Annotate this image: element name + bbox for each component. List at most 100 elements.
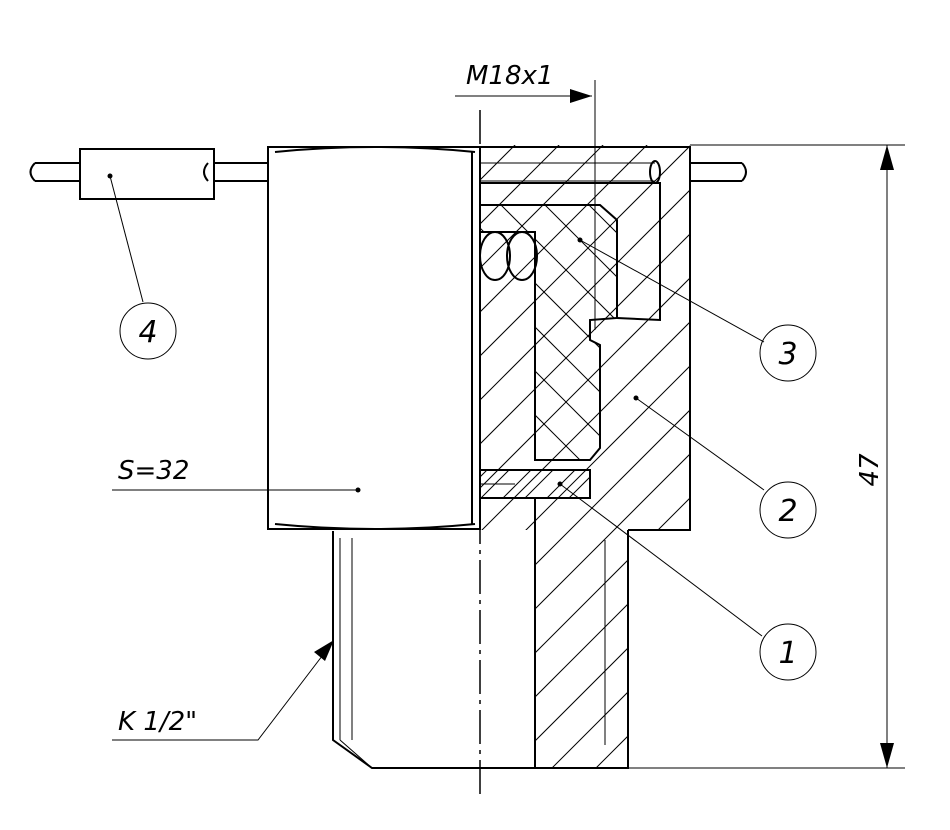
pipe-thread-leader [112, 640, 334, 741]
hatch-line [480, 145, 690, 768]
callout-1: 1 [759, 623, 817, 681]
hatch-line [480, 145, 690, 768]
hatch-line [342, 465, 382, 505]
hatch-line [650, 465, 690, 505]
hatch-line [848, 200, 950, 470]
hatch-line [0, 140, 432, 780]
hatch-line [0, 200, 238, 470]
hatch-line [34, 465, 74, 505]
svg-text:3: 3 [778, 337, 797, 372]
hatch-line [12, 465, 52, 505]
thread-top-label: M18x1 [466, 61, 553, 91]
hatch-line [672, 465, 712, 505]
hatch-line [892, 200, 950, 470]
hatch-line [606, 465, 646, 505]
hatch-line [568, 476, 590, 498]
pipe-thread-label: K 1/2" [118, 707, 197, 737]
hatch-line [0, 200, 106, 470]
hatch-line [671, 145, 690, 768]
hatch-line [0, 140, 80, 780]
hatch-line [144, 200, 414, 470]
svg-text:4: 4 [138, 315, 157, 350]
hatch-line [480, 205, 591, 460]
hatch-line [694, 465, 734, 505]
hatch-line [430, 465, 470, 505]
hatch-line [480, 145, 521, 768]
callout-3: 3 [759, 324, 817, 382]
hatch-line [254, 465, 294, 505]
hatch-line [0, 140, 124, 780]
hatch-line [0, 200, 150, 470]
callout-4: 4 [119, 302, 177, 360]
hatch-line [320, 465, 360, 505]
hatch-line [0, 140, 36, 780]
hatch-line [480, 145, 690, 768]
hatch-line [804, 200, 950, 470]
hatch-line [628, 465, 668, 505]
hatch-line [480, 145, 690, 768]
hatch-line [298, 465, 338, 505]
hatch-line [0, 465, 30, 505]
hatch-line [78, 465, 118, 505]
hatch-line [539, 205, 617, 460]
callout-2: 2 [759, 481, 817, 539]
hatch-line [480, 470, 510, 498]
seal-ring [479, 231, 538, 281]
hatch-line [0, 200, 18, 470]
hatch-line [495, 205, 617, 460]
hatch-line [495, 145, 690, 768]
hatch-line [628, 200, 898, 470]
hatch-line [0, 140, 388, 780]
svg-text:2: 2 [778, 494, 797, 529]
hatch-line [210, 465, 250, 505]
hatch-line [480, 145, 690, 768]
section-outline [479, 146, 691, 768]
hatch-line [0, 465, 8, 505]
callout-leaders [107, 173, 765, 637]
hatch-line [480, 145, 690, 768]
hatch-line [583, 145, 690, 768]
hatch-line [480, 205, 617, 460]
hatch-line [0, 200, 62, 470]
hatch-line [892, 140, 950, 780]
hatch-line [936, 200, 950, 470]
hatch-line [480, 145, 609, 768]
hatch-line [56, 200, 326, 470]
hatch-line [716, 140, 950, 780]
hatch-line [188, 465, 228, 505]
hatch-line [539, 145, 690, 768]
hatch-line [936, 140, 950, 780]
hatch-line [188, 200, 458, 470]
hatch-line [672, 200, 942, 470]
hatch-line [364, 465, 404, 505]
hatch-line [760, 200, 950, 470]
hatch-line [480, 470, 488, 478]
hatch-line [386, 465, 426, 505]
hatch-line [480, 145, 690, 768]
thread-top-leader [455, 80, 596, 330]
svg-text:1: 1 [778, 636, 797, 671]
hatch-line [276, 465, 316, 505]
height-dimension [628, 144, 905, 769]
hatch-line [936, 465, 950, 505]
hatch-line [0, 200, 194, 470]
wrench-size-leader [112, 487, 361, 493]
hatch-line [716, 465, 756, 505]
hatch-line [627, 145, 690, 768]
hatch-line [914, 465, 950, 505]
wrench-size-label: S=32 [118, 456, 189, 486]
hatch-line [502, 470, 532, 498]
hatch-line [480, 205, 617, 460]
wire-pin [29, 148, 747, 200]
hatch-line [480, 145, 690, 768]
hatch-line [480, 205, 617, 460]
hatch-line [0, 140, 476, 780]
hatch-line [524, 470, 554, 498]
hatch-line [892, 465, 932, 505]
hex-body-outline [267, 146, 481, 530]
hatch-line [738, 465, 778, 505]
hatch-line [804, 465, 844, 505]
hatch-line [480, 145, 653, 768]
threaded-shank [332, 530, 629, 769]
